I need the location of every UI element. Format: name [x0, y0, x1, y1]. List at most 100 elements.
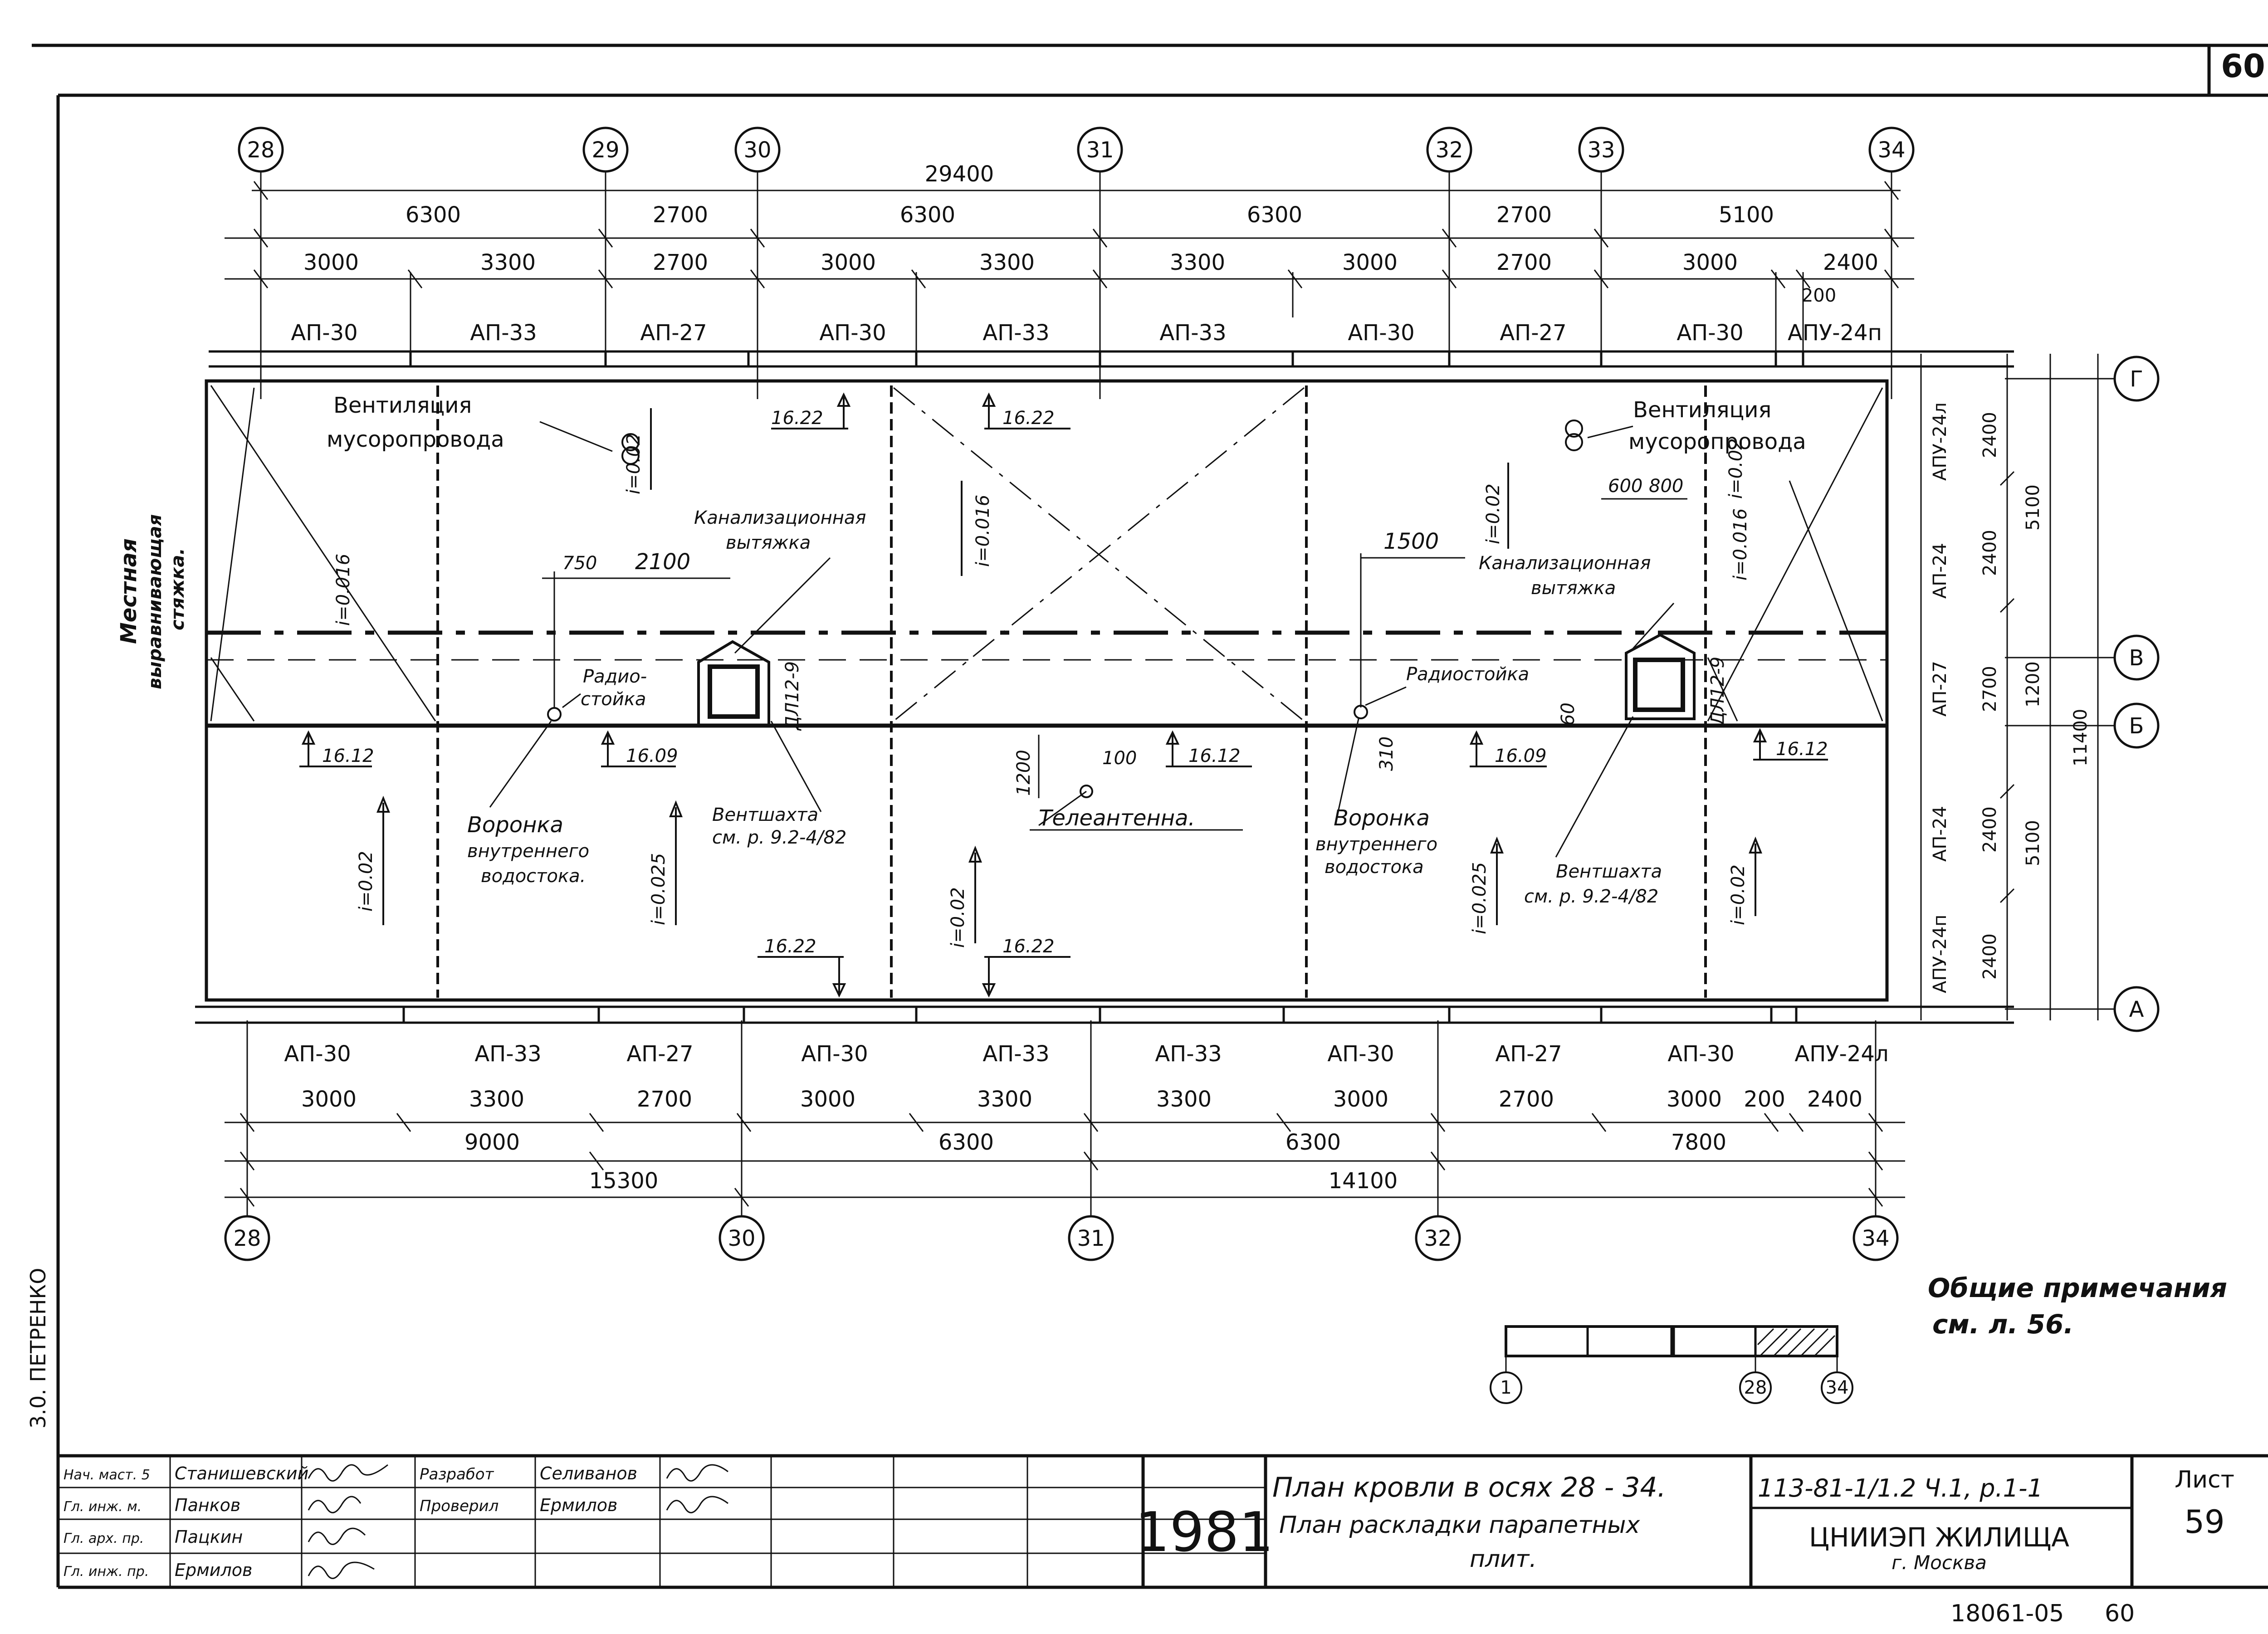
panel-bottom-3: АП-27 [626, 1041, 693, 1067]
ventshaft-right: ДЛ12-9 Вентшахта см. р. 9.2-4/82 [1524, 633, 1728, 907]
dim-top-row3-2: 3300 [480, 250, 536, 275]
funnel-right-leader [1337, 718, 1359, 812]
dim-inner-600: 600 [1608, 476, 1642, 497]
axis-label-32-top: 32 [1435, 137, 1463, 163]
dim-right-mid-3: 5100 [2023, 820, 2043, 866]
funnel-left-line-2: внутреннего [467, 841, 589, 862]
key-scheme-hatch [1757, 1328, 1836, 1357]
dim-bottom-row3-1: 15300 [589, 1168, 659, 1194]
ventshaft-right-inner [1633, 658, 1685, 712]
vent-left-leader [539, 421, 613, 452]
role-1: Нач. маст. 5 [64, 1467, 150, 1483]
panel-top-7: АП-30 [1348, 320, 1414, 346]
vent-left-icon [621, 433, 640, 451]
dim-inner-60: 60 [1558, 702, 1579, 726]
radio-left-line-2: стойка [581, 689, 646, 710]
funnel-left-leader [489, 721, 552, 808]
title-line-1: План кровли в осях 28 - 34. [1272, 1472, 1666, 1503]
role-3: Гл. арх. пр. [64, 1531, 144, 1546]
parapet-band-top [209, 350, 2014, 368]
dim-bottom-row1-7: 3000 [1333, 1087, 1388, 1112]
funnel-right: Воронка внутреннего водостока [1315, 718, 1437, 878]
axis-label-30-top: 30 [743, 137, 771, 163]
ventshaft-left-icon [697, 640, 770, 727]
radio-left: Радио- стойка [547, 666, 647, 722]
dim-top-row3-5: 3300 [979, 250, 1035, 275]
axis-label-a: А [2129, 997, 2144, 1022]
panel-top-6: АП-33 [1159, 320, 1226, 346]
slope-8: i=0.02 [1728, 864, 1749, 925]
screed-line-2: выравнивающая [145, 514, 166, 689]
screed-line-3: стяжка. [167, 548, 188, 630]
panel-top-5: АП-33 [982, 320, 1049, 346]
ventshaft-left: ДЛ12-9 Вентшахта см. р. 9.2-4/82 [697, 640, 846, 848]
dim-top-row2-1: 6300 [406, 202, 461, 228]
parapet-band-bottom [195, 1005, 2014, 1024]
slope-1: i=0.016 [333, 554, 354, 626]
dl-left-label: ДЛ12-9 [782, 661, 803, 731]
org-name: ЦНИИЭП ЖИЛИЩА [1809, 1522, 2069, 1553]
funnel-left: Воронка внутреннего водостока. [467, 721, 589, 887]
panel-top-4: АП-30 [819, 320, 886, 346]
sewer-right-line-1: Канализационная [1479, 553, 1651, 574]
tv-antenna: Телеантенна. [1030, 785, 1243, 831]
roof-outline [205, 379, 1889, 1002]
panel-bottom-10: АПУ-24л [1794, 1041, 1888, 1067]
dim-bottom-row2-3: 6300 [1286, 1130, 1341, 1155]
top-panel-labels: АП-30 АП-33 АП-27 АП-30 АП-33 АП-33 АП-3… [291, 320, 1882, 346]
panel-bottom-4: АП-30 [801, 1041, 868, 1067]
name2-1: Селиванов [540, 1463, 637, 1483]
vent-right-icon-lower [1565, 433, 1583, 451]
axis-label-30-bottom: 30 [728, 1226, 755, 1251]
radio-left-icon [547, 707, 562, 722]
panel-right-3: АП-27 [1930, 661, 1950, 717]
vent-right-line-1: Вентиляция [1633, 397, 1771, 423]
signature-6 [666, 1496, 728, 1513]
role2-1: Разработ [420, 1465, 494, 1483]
role2-2: Проверил [420, 1497, 499, 1515]
ventshaft-left-line-1: Вентшахта [712, 805, 818, 825]
vent-left-line-1: Вентиляция [333, 393, 472, 418]
title-line-2: План раскладки парапетных [1279, 1512, 1640, 1539]
radio-right-icon [1354, 705, 1368, 719]
tv-antenna-label: Телеантенна. [1039, 805, 1195, 831]
slope-7: i=0.02 [948, 887, 968, 948]
bottom-num: 60 [2105, 1600, 2135, 1627]
dim-bottom-row1-4: 3000 [800, 1087, 855, 1112]
dim-inner-1500: 1500 [1383, 529, 1439, 554]
vent-left-line-2: мусоропровода [327, 427, 504, 452]
ventshaft-left-line-2: см. р. 9.2-4/82 [712, 827, 846, 848]
key-bubble-1 [1490, 1371, 1522, 1404]
vent-right-leader [1587, 425, 1633, 439]
ventshaft-left-leader [770, 721, 822, 812]
axis-label-33-top: 33 [1587, 137, 1615, 163]
funnel-left-line-3: водостока. [481, 866, 586, 887]
dim-bottom-row1-5: 3300 [977, 1087, 1032, 1112]
org-city: г. Москва [1892, 1551, 1987, 1574]
mark-2: 16.22 [1002, 408, 1055, 429]
dim-bottom-row1-2: 3300 [469, 1087, 524, 1112]
dim-inner-100: 100 [1102, 748, 1137, 769]
dim-bottom-row3-2: 14100 [1329, 1168, 1398, 1194]
axis-label-29-top: 29 [591, 137, 619, 163]
name-3: Пацкин [175, 1527, 243, 1547]
title-line-3: плит. [1470, 1546, 1537, 1573]
dim-right-inner-3: 2700 [1980, 666, 2000, 712]
roof-valleys [436, 385, 1707, 998]
dim-inner-310: 310 [1376, 737, 1397, 771]
axis-label-32-bottom: 32 [1424, 1226, 1452, 1251]
funnel-right-line-2: внутреннего [1315, 834, 1437, 855]
radio-left-line-1: Радио- [583, 666, 647, 687]
signatures [308, 1464, 728, 1579]
dim-top-row3-3: 2700 [653, 250, 708, 275]
mark-1: 16.22 [771, 408, 823, 429]
dim-bottom-row1-3: 2700 [637, 1087, 692, 1112]
panel-top-1: АП-30 [291, 320, 357, 346]
dim-right-inner-1: 2400 [1980, 412, 2000, 458]
signature-5 [666, 1464, 728, 1482]
radio-right-label: Радиостойка [1406, 664, 1529, 685]
dim-right-inner-5: 2400 [1980, 933, 2000, 980]
right-panel-labels: АПУ-24л АП-24 АП-27 АП-24 АПУ-24п 2400 2… [1930, 402, 2091, 993]
slope-2: i=0.02 [623, 434, 644, 494]
